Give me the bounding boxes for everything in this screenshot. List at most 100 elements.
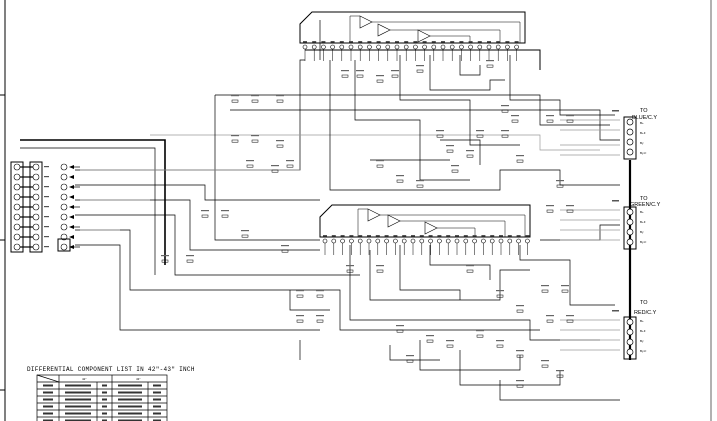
resistor [476,134,484,138]
pin-label [44,226,49,228]
component-label [476,130,484,132]
connector-pin [13,203,21,211]
connector-title: TO [640,108,648,114]
terminal [60,173,68,181]
table-header-43: 43" [136,377,140,381]
ic-pin [514,44,519,50]
ic-pin [481,238,486,244]
pin-number [514,41,519,43]
ic-pin [375,238,381,244]
component-label [406,355,414,357]
table-cell [43,405,53,408]
ic-pin [322,238,328,244]
component-label [416,65,424,67]
connector-pin [13,213,21,221]
arrow-icon [69,185,74,189]
resistor [466,269,474,273]
ic-pin [384,238,389,244]
table-header-42: 42" [82,377,86,381]
component-label [426,335,434,337]
table-cell [102,391,107,394]
resistor [446,149,454,153]
table-cell [43,391,53,394]
pin-number [395,41,399,43]
ic-pin [505,44,510,50]
ic-bottom-pins [322,235,530,255]
ic-pin [385,44,391,50]
arrow-icon [69,195,74,199]
resistor [566,319,574,323]
pin-number [455,235,459,237]
terminal [60,213,68,221]
pin-label: By [640,339,644,343]
ic-pin [302,44,308,50]
differential-component-table: DIFFERENTIAL COMPONENT LIST IN 42"-43" I… [27,366,195,421]
ic-pin [366,238,372,244]
table-cell [65,384,91,387]
connector-pin [32,213,40,221]
resistor [496,344,504,348]
table-cell [43,412,53,415]
pin-number [441,41,445,43]
arrow-icon [69,205,74,209]
pin-number [459,41,464,43]
pin-number [375,235,380,237]
table-cells [43,384,161,421]
terminal [60,163,68,171]
connector-ref [612,200,619,202]
component-label [356,70,364,72]
pin-number [437,235,442,237]
resistor [316,319,324,323]
ic-pin [403,44,409,50]
ic-pin [495,44,501,50]
resistor [541,289,549,293]
pin-number [339,41,344,43]
resistor [451,169,459,173]
component-label [501,105,509,107]
connector-pin [626,228,634,236]
pin-label [44,206,49,208]
connector-title: TO [640,196,648,202]
pin-label: B+ [640,210,644,214]
component-label [466,265,474,267]
component-label [251,95,259,97]
ic-pin [330,44,335,50]
resistor [251,139,259,143]
pin-label [44,166,49,168]
resistor [416,69,424,73]
component-label [511,115,519,117]
component-label [561,285,569,287]
pin-label: By-F [640,349,647,353]
connector-pin [13,223,21,231]
pin-number [349,41,353,43]
connector-pin [32,163,40,171]
pin-number [499,235,503,237]
resistor [231,99,239,103]
connector-pin [626,208,634,216]
arrow-icon [69,165,74,169]
ic-pin [321,44,326,50]
component-label [566,315,574,317]
table-cell [102,419,107,421]
resistor [511,119,519,123]
table-cell [65,398,91,401]
resistor [436,134,444,138]
pin-number [490,235,495,237]
resistor [286,164,294,168]
pin-number [428,235,433,237]
table-cell [153,398,161,401]
pin-number [525,235,530,237]
component-label [501,130,509,132]
table-cell [153,405,161,408]
ic-pin [422,44,427,50]
pin-label [44,216,49,218]
resistor [546,209,554,213]
connector-housing [623,316,637,360]
resistor [346,269,354,273]
ic-bottom [319,204,531,238]
resistor [251,99,259,103]
ic-pin [311,44,317,50]
connector-pin [13,183,21,191]
resistor [241,234,249,238]
resistor [501,109,509,113]
